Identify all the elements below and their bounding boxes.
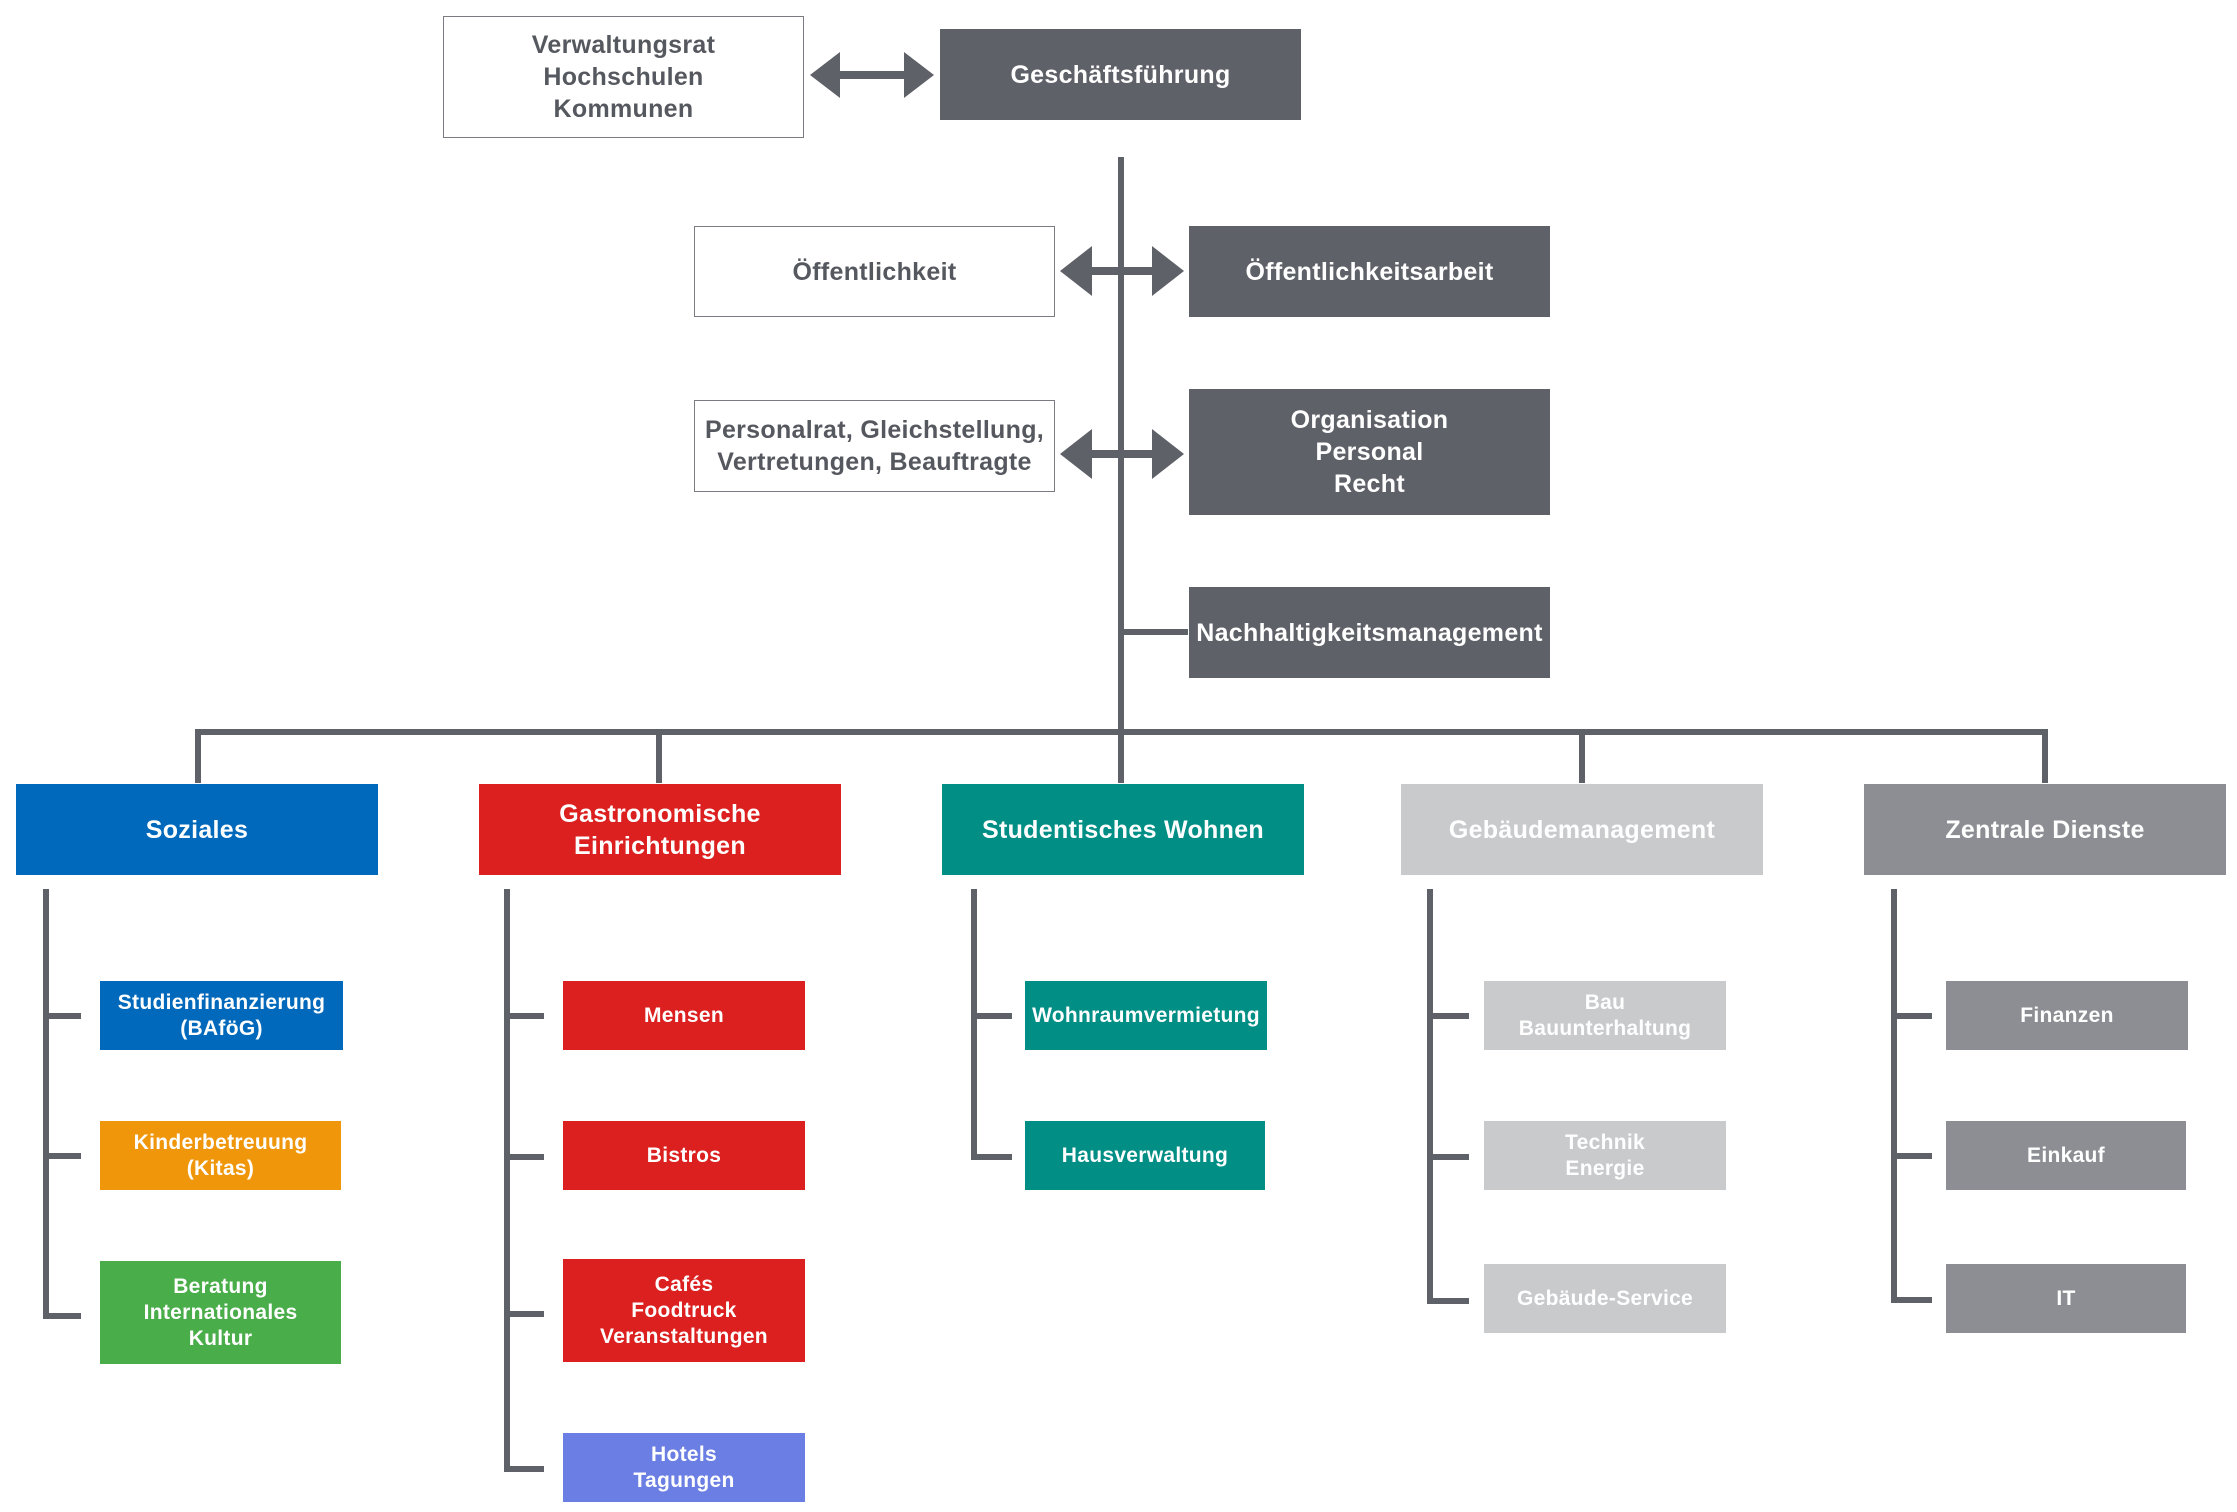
unit-finanzen: Finanzen: [1946, 981, 2188, 1050]
public-box: Öffentlichkeit: [694, 226, 1055, 317]
management-box: Geschäftsführung: [940, 29, 1301, 120]
unit-einkauf: Einkauf: [1946, 1121, 2186, 1190]
unit-bistros: Bistros: [563, 1121, 805, 1190]
unit-wohnraumvermietung: Wohnraumvermietung: [1025, 981, 1267, 1050]
double-arrow-icon: [810, 52, 934, 98]
column-header-soziales: Soziales: [16, 784, 378, 875]
pr-box: Öffentlichkeitsarbeit: [1189, 226, 1550, 317]
column-header-zentrale: Zentrale Dienste: [1864, 784, 2226, 875]
unit-bau: Bau Bauunterhaltung: [1484, 981, 1726, 1050]
column-header-gebaeude: Gebäudemanagement: [1401, 784, 1763, 875]
column-header-gastronomie: Gastronomische Einrichtungen: [479, 784, 841, 875]
staff-council-box: Personalrat, Gleichstellung, Vertretunge…: [694, 400, 1055, 492]
double-arrow-icon: [1060, 246, 1184, 296]
board-box: Verwaltungsrat Hochschulen Kommunen: [443, 16, 804, 138]
organisation-box: Organisation Personal Recht: [1189, 389, 1550, 515]
unit-technik: Technik Energie: [1484, 1121, 1726, 1190]
unit-studienfinanzierung: Studienfinanzierung (BAföG): [100, 981, 343, 1050]
unit-beratung: Beratung Internationales Kultur: [100, 1261, 341, 1364]
unit-hausverwaltung: Hausverwaltung: [1025, 1121, 1265, 1190]
unit-mensen: Mensen: [563, 981, 805, 1050]
unit-it: IT: [1946, 1264, 2186, 1333]
sustainability-box: Nachhaltigkeitsmanagement: [1189, 587, 1550, 678]
column-header-wohnen: Studentisches Wohnen: [942, 784, 1304, 875]
unit-hotels: Hotels Tagungen: [563, 1433, 805, 1502]
unit-kinderbetreuung: Kinderbetreuung (Kitas): [100, 1121, 341, 1190]
unit-cafes: Cafés Foodtruck Veranstaltungen: [563, 1259, 805, 1362]
double-arrow-icon: [1060, 429, 1184, 479]
unit-gebaeude-service: Gebäude-Service: [1484, 1264, 1726, 1333]
